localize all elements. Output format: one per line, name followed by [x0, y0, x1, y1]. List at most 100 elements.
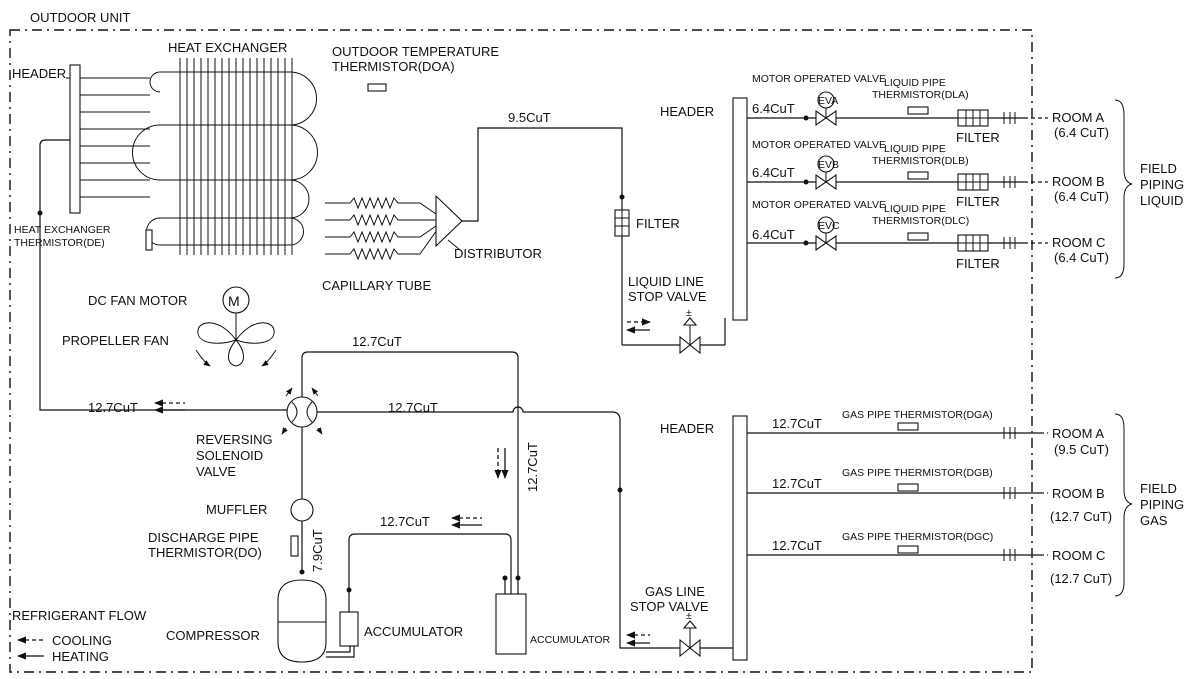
field-liquid-3: LIQUID: [1140, 193, 1183, 208]
gas-branch-c: 12.7CuT GAS PIPE THERMISTOR(DGC) ROOM C …: [747, 531, 1112, 586]
main-liquid-filter: FILTER: [614, 209, 680, 237]
gas-bracket: [1114, 413, 1133, 597]
compressor-label: COMPRESSOR: [166, 628, 260, 643]
dc-fan-motor: DC FAN MOTOR M: [88, 286, 250, 314]
distributor: [435, 194, 463, 248]
filter-c-label: FILTER: [956, 256, 1000, 271]
big-accumulator-label: ACCUMULATOR: [530, 634, 611, 646]
pipe-12-7-ga: 12.7CuT: [772, 416, 822, 431]
motor-symbol: M: [228, 293, 240, 309]
gas-stop-label-2: STOP VALVE: [630, 599, 709, 614]
liquid-stop-label-2: STOP VALVE: [628, 289, 707, 304]
field-gas-1: FIELD: [1140, 481, 1177, 496]
refrigerant-flow-legend: REFRIGERANT FLOW COOLING HEATING: [12, 608, 147, 664]
gpt-label-a: GAS PIPE THERMISTOR(DGA): [842, 409, 993, 421]
reversing-label-1: REVERSING: [196, 432, 273, 447]
muffler-label: MUFFLER: [206, 502, 267, 517]
lpt-label-a1: LIQUID PIPE: [884, 77, 946, 89]
room-b-gas-size: (12.7 CuT): [1050, 509, 1112, 524]
gas-header: [732, 415, 748, 661]
room-b-liquid-size: (6.4 CuT): [1054, 189, 1109, 204]
liquid-branch-c: MOTOR OPERATED VALVE LIQUID PIPE THERMIS…: [747, 199, 1109, 271]
svg-text:±: ±: [686, 610, 692, 622]
field-gas-3: GAS: [1140, 513, 1168, 528]
room-b-gas: ROOM B: [1052, 486, 1105, 501]
propeller-fan-label: PROPELLER FAN: [62, 333, 169, 348]
discharge-thermistor: [290, 535, 299, 557]
pipe-12-7-acc: 12.7CuT: [380, 514, 430, 529]
discharge-label-1: DISCHARGE PIPE: [148, 530, 259, 545]
pipe-6-4-b: 6.4CuT: [752, 165, 795, 180]
ev-b-label: EVB: [818, 159, 839, 171]
reversing-label-3: VALVE: [196, 464, 236, 479]
liquid-bracket: [1114, 99, 1133, 279]
mov-label-a: MOTOR OPERATED VALVE: [752, 73, 886, 85]
mov-label-b: MOTOR OPERATED VALVE: [752, 139, 886, 151]
legend-heating: HEATING: [52, 649, 109, 664]
hx-thermistor: [145, 229, 153, 251]
field-liquid-2: PIPING: [1140, 177, 1184, 192]
heat-exchanger-label: HEAT EXCHANGER: [168, 40, 287, 55]
room-a-gas-size: (9.5 CuT): [1054, 442, 1109, 457]
gpt-label-c: GAS PIPE THERMISTOR(DGC): [842, 531, 993, 543]
lpt-label-c2: THERMISTOR(DLC): [872, 215, 969, 227]
reversing-solenoid-valve: REVERSING SOLENOID VALVE: [196, 387, 323, 479]
distributor-label: DISTRIBUTOR: [454, 246, 542, 261]
outdoor-unit-boundary: [9, 29, 1033, 673]
field-liquid-1: FIELD: [1140, 161, 1177, 176]
ev-a-label: EVA: [818, 95, 838, 107]
compressor: COMPRESSOR: [166, 579, 327, 663]
room-c-gas-size: (12.7 CuT): [1050, 571, 1112, 586]
gas-line-stop-valve: GAS LINE STOP VALVE ±: [626, 584, 709, 658]
hx-thermistor-label-2: THERMISTOR(DE): [14, 237, 105, 249]
room-c-liquid-size: (6.4 CuT): [1054, 250, 1109, 265]
hx-thermistor-label-1: HEAT EXCHANGER: [14, 224, 111, 236]
room-c-gas: ROOM C: [1052, 548, 1105, 563]
pipe-12-7-gb: 12.7CuT: [772, 476, 822, 491]
legend-title: REFRIGERANT FLOW: [12, 608, 147, 623]
gas-branch-b: 12.7CuT GAS PIPE THERMISTOR(DGB) ROOM B …: [747, 467, 1112, 524]
outdoor-temp-label-1: OUTDOOR TEMPERATURE: [332, 44, 499, 59]
field-gas-2: PIPING: [1140, 497, 1184, 512]
discharge-label-2: THERMISTOR(DO): [148, 545, 262, 560]
reversing-label-2: SOLENOID: [196, 448, 263, 463]
room-a-gas: ROOM A: [1052, 426, 1104, 441]
filter-a-label: FILTER: [956, 130, 1000, 145]
heat-exchanger: HEAT EXCHANGER: [14, 40, 318, 255]
room-a-liquid-size: (6.4 CuT): [1054, 125, 1109, 140]
pipe-9-5-label: 9.5CuT: [508, 110, 551, 125]
gpt-label-b: GAS PIPE THERMISTOR(DGB): [842, 467, 993, 479]
room-b-liquid: ROOM B: [1052, 174, 1105, 189]
lpt-label-b1: LIQUID PIPE: [884, 143, 946, 155]
liquid-branch-a: MOTOR OPERATED VALVE LIQUID PIPE THERMIS…: [747, 73, 1109, 145]
small-accumulator-label: ACCUMULATOR: [364, 624, 463, 639]
pipe-6-4-a: 6.4CuT: [752, 101, 795, 116]
liquid-line-stop-valve: LIQUID LINE STOP VALVE ±: [626, 274, 707, 355]
svg-text:±: ±: [686, 307, 692, 319]
capillary-tubes: [325, 196, 438, 261]
main-filter-label: FILTER: [636, 216, 680, 231]
muffler: MUFFLER: [206, 498, 314, 522]
pipe-12-7-gc: 12.7CuT: [772, 538, 822, 553]
outdoor-temp-label-2: THERMISTOR(DOA): [332, 59, 455, 74]
lpt-label-b2: THERMISTOR(DLB): [872, 155, 969, 167]
pipe-7-9-label: 7.9CuT: [310, 529, 325, 572]
pipe-6-4-c: 6.4CuT: [752, 227, 795, 242]
legend-cooling: COOLING: [52, 633, 112, 648]
pipe-12-7-left: 12.7CuT: [88, 400, 138, 415]
lpt-label-c1: LIQUID PIPE: [884, 203, 946, 215]
left-header: HEADER: [12, 64, 150, 214]
gas-branch-a: 12.7CuT GAS PIPE THERMISTOR(DGA) ROOM A …: [747, 409, 1109, 457]
pipe-12-7-top: 12.7CuT: [352, 334, 402, 349]
lpt-label-a2: THERMISTOR(DLA): [872, 89, 969, 101]
outdoor-temp-thermistor: [367, 83, 387, 92]
liquid-header: [732, 97, 748, 321]
big-accumulator: ACCUMULATOR: [495, 575, 611, 655]
liquid-stop-label-1: LIQUID LINE: [628, 274, 704, 289]
dc-fan-motor-label: DC FAN MOTOR: [88, 293, 187, 308]
pipe-12-7-mid: 12.7CuT: [388, 400, 438, 415]
mov-label-c: MOTOR OPERATED VALVE: [752, 199, 886, 211]
pipe-12-7-vert: 12.7CuT: [525, 442, 540, 492]
small-accumulator: ACCUMULATOR: [339, 611, 463, 647]
